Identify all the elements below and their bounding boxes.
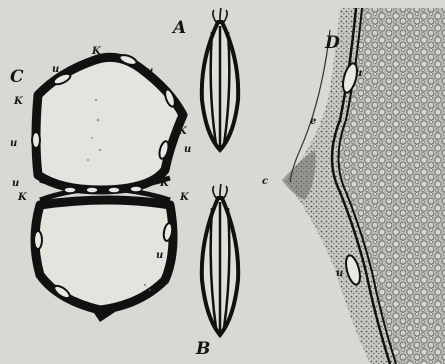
label-u: u	[336, 268, 343, 279]
panel-d: D u c e u	[262, 8, 445, 364]
label-k: K	[177, 126, 188, 137]
panel-b: B	[195, 184, 238, 359]
panel-label-c: C	[10, 67, 24, 87]
label-e: e	[310, 116, 316, 127]
label-u: u	[12, 178, 19, 189]
panel-label-a: A	[171, 18, 186, 38]
label-u: u	[146, 66, 153, 77]
label-k: K	[179, 192, 190, 203]
label-u: u	[184, 144, 191, 155]
lower-cell	[34, 200, 174, 322]
panel-label-d: D	[324, 33, 340, 53]
label-u: u	[10, 138, 17, 149]
label-k: K	[13, 96, 24, 107]
label-u: u	[355, 68, 362, 79]
label-c: c	[262, 176, 268, 187]
panel-label-b: B	[195, 339, 210, 359]
panel-c: C u K u K u K u u K K K u	[10, 46, 191, 322]
label-k: K	[159, 178, 170, 189]
label-k: K	[91, 46, 102, 57]
label-u: u	[156, 250, 163, 261]
label-u: u	[52, 64, 59, 75]
label-k: K	[17, 192, 28, 203]
